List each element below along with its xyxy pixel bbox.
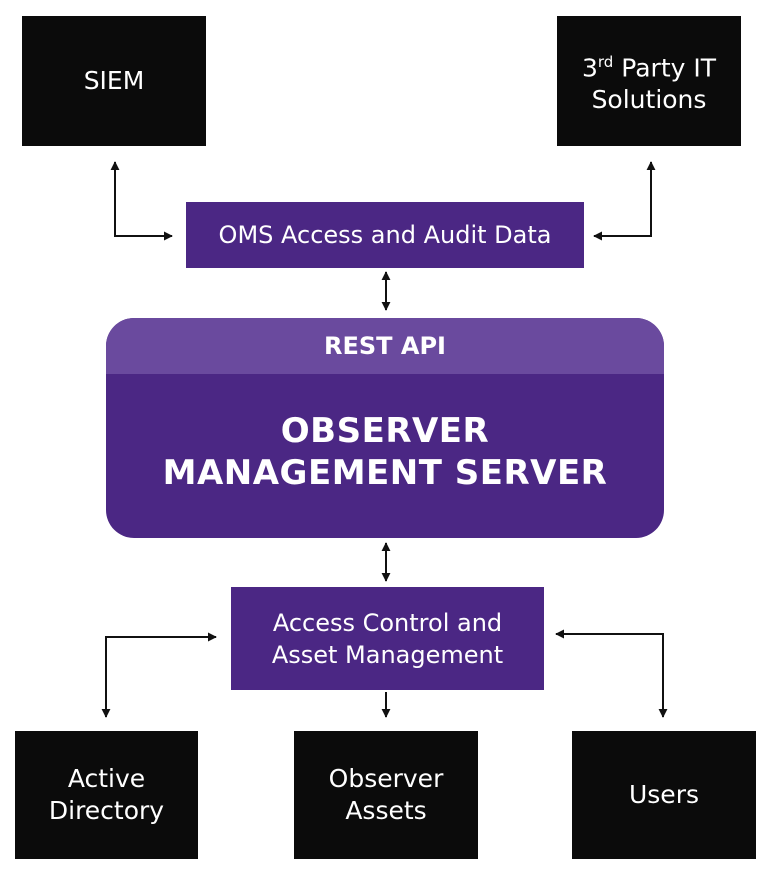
- observer-assets-line1: Observer: [328, 764, 444, 793]
- third-party-label-line2: Solutions: [591, 85, 707, 115]
- active-directory-line1: Active: [67, 764, 146, 793]
- rest-api-label: REST API: [324, 332, 446, 360]
- oms-audit-box: OMS Access and Audit Data: [186, 202, 584, 268]
- observer-assets-line2: Assets: [345, 796, 427, 825]
- oms-audit-label: OMS Access and Audit Data: [218, 221, 552, 249]
- access-control-line2: Asset Management: [271, 640, 504, 669]
- server-title-line1: OBSERVER: [280, 411, 490, 451]
- users-label: Users: [628, 780, 699, 809]
- active-directory-line2: Directory: [48, 796, 165, 825]
- arrow-access-activedirectory: [101, 632, 217, 718]
- access-control-box: Access Control and Asset Management: [231, 587, 544, 690]
- observer-assets-box: Observer Assets: [294, 731, 478, 859]
- arrow-siem-oms: [110, 161, 173, 241]
- siem-box: SIEM: [22, 16, 206, 146]
- arrow-thirdparty-oms: [593, 161, 656, 241]
- third-party-label-line1: 3rd Party IT: [581, 52, 717, 83]
- arrow-access-users: [555, 629, 668, 718]
- third-party-box: 3rd Party IT Solutions: [557, 16, 741, 146]
- observer-management-server: REST API OBSERVER MANAGEMENT SERVER: [106, 318, 664, 538]
- server-title: OBSERVER MANAGEMENT SERVER: [106, 410, 664, 494]
- server-title-line2: MANAGEMENT SERVER: [162, 453, 608, 493]
- rest-api-band: REST API: [106, 318, 664, 374]
- access-control-line1: Access Control and: [272, 608, 503, 637]
- active-directory-box: Active Directory: [15, 731, 198, 859]
- siem-label: SIEM: [83, 66, 145, 95]
- users-box: Users: [572, 731, 756, 859]
